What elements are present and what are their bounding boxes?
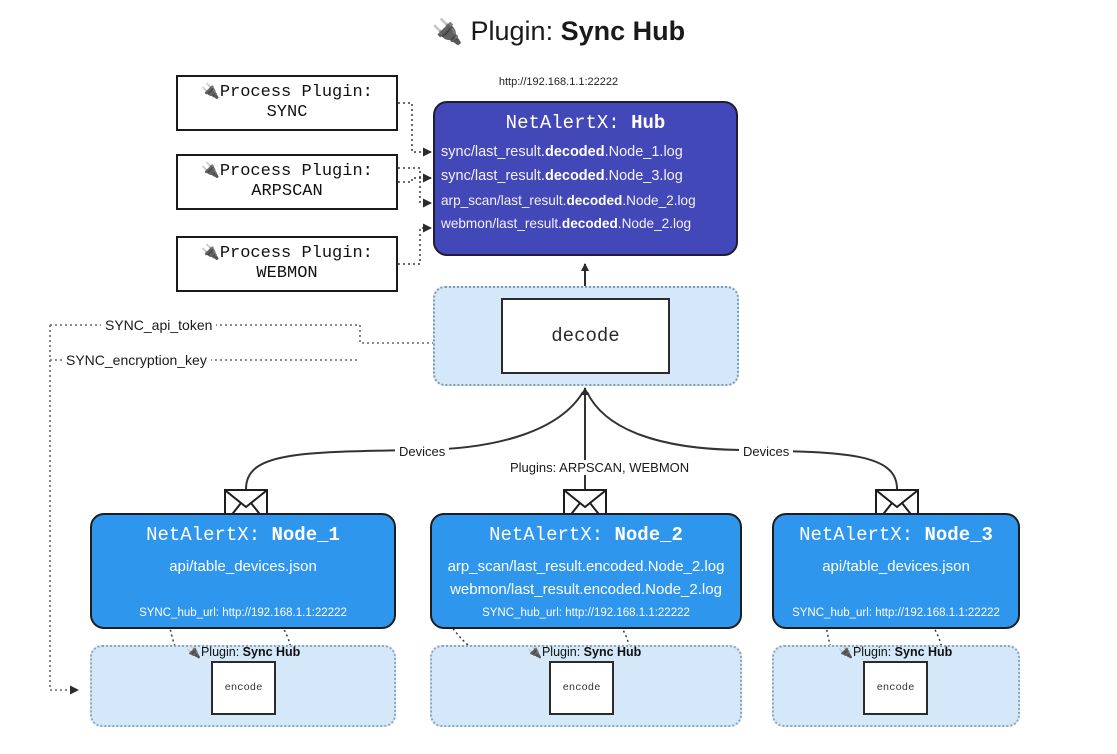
node-2-line: webmon/last_result.encoded.Node_2.log	[450, 580, 722, 598]
process-plugin-arpscan[interactable]: 🔌Process Plugin: ARPSCAN	[176, 154, 398, 210]
edge-label-devices-right: Devices	[739, 444, 794, 459]
hub-log-post: .Node_2.log	[617, 216, 692, 231]
node-3-title-prefix: NetAlertX:	[799, 524, 925, 546]
node-2-title: NetAlertX: Node_2	[432, 524, 740, 546]
page-title-strong: Sync Hub	[560, 16, 686, 46]
page-title: 🔌 Plugin: Sync Hub	[0, 16, 1117, 47]
plug-icon: 🔌	[201, 243, 220, 261]
encode-box-node-1[interactable]: encode	[211, 661, 276, 715]
decode-box[interactable]: decode	[501, 298, 670, 374]
plugin-band-1-strong: Sync Hub	[242, 645, 301, 659]
process-plugin-sync-label: Process Plugin:	[219, 82, 373, 102]
plug-icon: 🔌	[186, 645, 201, 659]
node-1-line: api/table_devices.json	[169, 558, 317, 575]
node-1-lines: api/table_devices.json	[92, 556, 394, 578]
process-plugin-arpscan-label: Process Plugin:	[219, 161, 373, 181]
node-1-title-name: Node_1	[271, 524, 340, 546]
hub-log-bold: decoded	[544, 168, 605, 185]
netalertx-node-1[interactable]: NetAlertX: Node_1 api/table_devices.json…	[90, 513, 396, 629]
hub-title-prefix: NetAlertX:	[505, 112, 632, 134]
hub-log-post: .Node_3.log	[604, 168, 683, 185]
encode-box-node-2[interactable]: encode	[549, 661, 614, 715]
hub-log-pre: arp_scan/last_result.	[441, 192, 567, 208]
process-plugin-sync[interactable]: 🔌Process Plugin: SYNC	[176, 75, 398, 131]
node-2-lines: arp_scan/last_result.encoded.Node_2.log …	[432, 556, 740, 601]
hub-log-bold: decoded	[566, 192, 623, 208]
edge-label-plugins: Plugins: ARPSCAN, WEBMON	[506, 460, 694, 475]
plugin-band-3-strong: Sync Hub	[894, 645, 953, 659]
hub-log-post: .Node_2.log	[622, 192, 696, 208]
plugin-band-1-title: 🔌Plugin: Sync Hub	[186, 645, 300, 659]
hub-log-bold: decoded	[561, 216, 618, 231]
process-plugin-sync-name: SYNC	[266, 103, 308, 122]
plugin-band-3-lead: Plugin:	[852, 645, 895, 659]
plugin-band-2-strong: Sync Hub	[583, 645, 642, 659]
credential-label-api-token: SYNC_api_token	[101, 317, 217, 333]
credential-label-encryption-key: SYNC_encryption_key	[62, 352, 211, 368]
hub-log-row: webmon/last_result.decoded.Node_2.log	[441, 213, 736, 234]
plugin-band-2-title: 🔌Plugin: Sync Hub	[527, 645, 641, 659]
hub-log-row: arp_scan/last_result.decoded.Node_2.log	[441, 190, 736, 211]
node-3-line: api/table_devices.json	[822, 558, 970, 575]
node-2-line: arp_scan/last_result.encoded.Node_2.log	[447, 558, 725, 575]
hub-log-pre: sync/last_result.	[441, 144, 545, 160]
hub-log-bold: decoded	[544, 144, 605, 160]
node-2-hub-url: SYNC_hub_url: http://192.168.1.1:22222	[482, 607, 690, 619]
edge-label-devices-left: Devices	[395, 444, 450, 459]
hub-log-pre: webmon/last_result.	[441, 216, 562, 231]
hub-log-pre: sync/last_result.	[441, 168, 545, 185]
process-plugin-arpscan-name: ARPSCAN	[251, 182, 323, 201]
plug-icon: 🔌	[838, 645, 853, 659]
node-1-title: NetAlertX: Node_1	[92, 524, 394, 546]
hub-node[interactable]: NetAlertX: Hub sync/last_result.decoded.…	[433, 101, 738, 256]
hub-log-list: sync/last_result.decoded.Node_1.log sync…	[435, 141, 736, 234]
netalertx-node-3[interactable]: NetAlertX: Node_3 api/table_devices.json…	[772, 513, 1020, 629]
plugin-band-1-lead: Plugin:	[200, 645, 243, 659]
plug-icon: 🔌	[527, 645, 542, 659]
node-2-title-name: Node_2	[614, 524, 683, 546]
hub-log-row: sync/last_result.decoded.Node_1.log	[441, 141, 736, 163]
plugin-band-3-title: 🔌Plugin: Sync Hub	[838, 645, 952, 659]
plug-icon: 🔌	[201, 82, 220, 100]
hub-log-post: .Node_1.log	[604, 144, 683, 160]
process-plugin-webmon[interactable]: 🔌Process Plugin: WEBMON	[176, 236, 398, 292]
process-plugin-webmon-name: WEBMON	[256, 264, 318, 283]
netalertx-node-2[interactable]: NetAlertX: Node_2 arp_scan/last_result.e…	[430, 513, 742, 629]
page-title-lead: Plugin:	[470, 16, 554, 46]
plug-icon: 🔌	[431, 18, 463, 46]
node-3-title: NetAlertX: Node_3	[774, 524, 1018, 546]
hub-log-row: sync/last_result.decoded.Node_3.log	[441, 165, 736, 187]
hub-title-name: Hub	[631, 112, 666, 134]
process-plugin-webmon-label: Process Plugin:	[219, 243, 373, 263]
hub-title: NetAlertX: Hub	[435, 112, 736, 134]
node-1-title-prefix: NetAlertX:	[146, 524, 272, 546]
node-2-title-prefix: NetAlertX:	[489, 524, 615, 546]
hub-url-caption: http://192.168.1.1:22222	[498, 76, 619, 88]
plugin-band-2-lead: Plugin:	[541, 645, 584, 659]
node-1-hub-url: SYNC_hub_url: http://192.168.1.1:22222	[139, 607, 347, 619]
plug-icon: 🔌	[201, 161, 220, 179]
encode-box-node-3[interactable]: encode	[863, 661, 928, 715]
node-3-title-name: Node_3	[924, 524, 993, 546]
node-3-hub-url: SYNC_hub_url: http://192.168.1.1:22222	[792, 607, 1000, 619]
node-3-lines: api/table_devices.json	[774, 556, 1018, 578]
